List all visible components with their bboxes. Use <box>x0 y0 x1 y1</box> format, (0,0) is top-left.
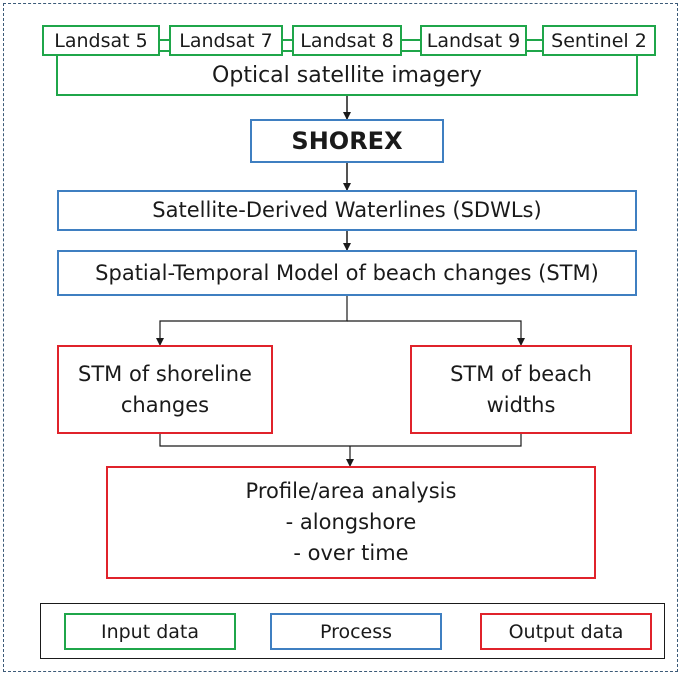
analysis-line-1: Profile/area analysis <box>245 479 457 503</box>
satellite-label: Sentinel 2 <box>551 29 647 52</box>
shoreline-line-1: STM of shoreline <box>78 361 252 386</box>
stm-label: Spatial-Temporal Model of beach changes … <box>95 260 599 285</box>
merge-line <box>159 434 522 447</box>
legend-input-data: Input data <box>64 613 236 650</box>
satellite-box-landsat-5: Landsat 5 <box>42 25 160 56</box>
satellite-label: Landsat 8 <box>300 29 394 52</box>
optical-imagery-box: Optical satellite imagery <box>56 50 638 96</box>
satellite-box-landsat-8: Landsat 8 <box>292 25 402 56</box>
shoreline-line-2: changes <box>120 392 210 417</box>
stm-box: Spatial-Temporal Model of beach changes … <box>57 250 637 296</box>
sdwl-box: Satellite-Derived Waterlines (SDWLs) <box>57 190 637 231</box>
legend-output-label: Output data <box>508 620 624 643</box>
legend-output-data: Output data <box>480 613 652 650</box>
dashed-outer-frame <box>3 3 678 672</box>
analysis-line-3: - over time <box>293 541 409 565</box>
arrow-stm-to-shoreline <box>156 296 348 346</box>
shoreline-changes-box: STM of shoreline changes <box>57 345 273 434</box>
shorex-label: SHOREX <box>291 127 403 155</box>
beach-width-line-1: STM of beach <box>450 361 592 386</box>
satellite-label: Landsat 7 <box>179 29 273 52</box>
beach-widths-box: STM of beach widths <box>410 345 632 434</box>
profile-analysis-box: Profile/area analysis - alongshore - ove… <box>106 466 596 579</box>
satellite-label: Landsat 5 <box>54 29 148 52</box>
legend-process: Process <box>270 613 442 650</box>
legend-process-label: Process <box>319 620 393 643</box>
analysis-line-2: - alongshore <box>285 510 417 534</box>
shorex-box: SHOREX <box>250 119 444 163</box>
satellite-label: Landsat 9 <box>426 29 521 52</box>
satellite-box-sentinel-2: Sentinel 2 <box>542 25 656 56</box>
arrow-stm-to-beach-width <box>347 320 525 346</box>
legend-input-label: Input data <box>100 620 200 643</box>
optical-imagery-label: Optical satellite imagery <box>212 63 482 88</box>
satellite-box-landsat-9: Landsat 9 <box>420 25 527 56</box>
beach-width-line-2: widths <box>486 392 556 417</box>
satellite-box-landsat-7: Landsat 7 <box>169 25 283 56</box>
sdwl-label: Satellite-Derived Waterlines (SDWLs) <box>152 198 542 222</box>
